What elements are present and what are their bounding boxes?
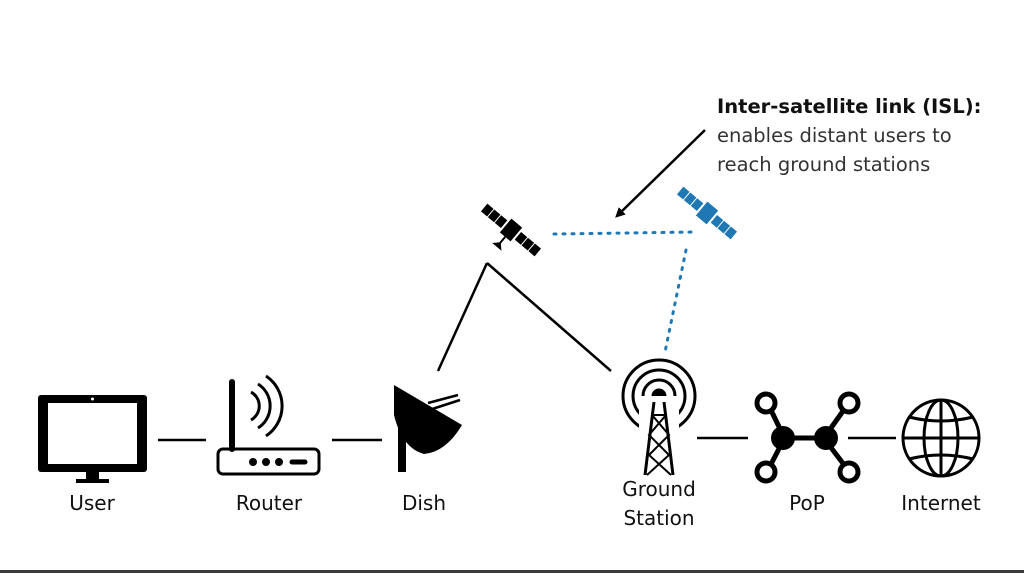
isl-downlink bbox=[663, 248, 688, 354]
isl-callout: Inter-satellite link (ISL): enables dist… bbox=[717, 92, 981, 179]
pop-label: PoP bbox=[789, 491, 825, 515]
ground-station-label-line1: Ground bbox=[622, 477, 696, 501]
isl-link bbox=[552, 230, 696, 236]
bottom-divider bbox=[0, 570, 1024, 573]
callout-arrow bbox=[615, 129, 706, 218]
callout-line1: enables distant users to bbox=[717, 124, 952, 147]
dish-label: Dish bbox=[401, 491, 447, 515]
router-icon bbox=[216, 374, 321, 476]
dish-icon bbox=[394, 385, 462, 472]
callout-line2: reach ground stations bbox=[717, 153, 931, 176]
monitor-icon bbox=[38, 395, 147, 483]
satellite-icon bbox=[676, 186, 738, 240]
link-satellite-ground bbox=[486, 262, 612, 372]
globe-icon bbox=[901, 398, 981, 478]
internet-label: Internet bbox=[901, 491, 981, 515]
ground-station-icon bbox=[621, 358, 697, 476]
router-label: Router bbox=[235, 491, 303, 515]
user-label: User bbox=[69, 491, 115, 515]
ground-station-label-line2: Station bbox=[623, 506, 695, 530]
satellite-icon bbox=[480, 203, 542, 257]
pop-icon bbox=[754, 391, 861, 484]
link-dish-satellite bbox=[436, 262, 489, 372]
callout-title: Inter-satellite link (ISL): bbox=[717, 95, 982, 118]
